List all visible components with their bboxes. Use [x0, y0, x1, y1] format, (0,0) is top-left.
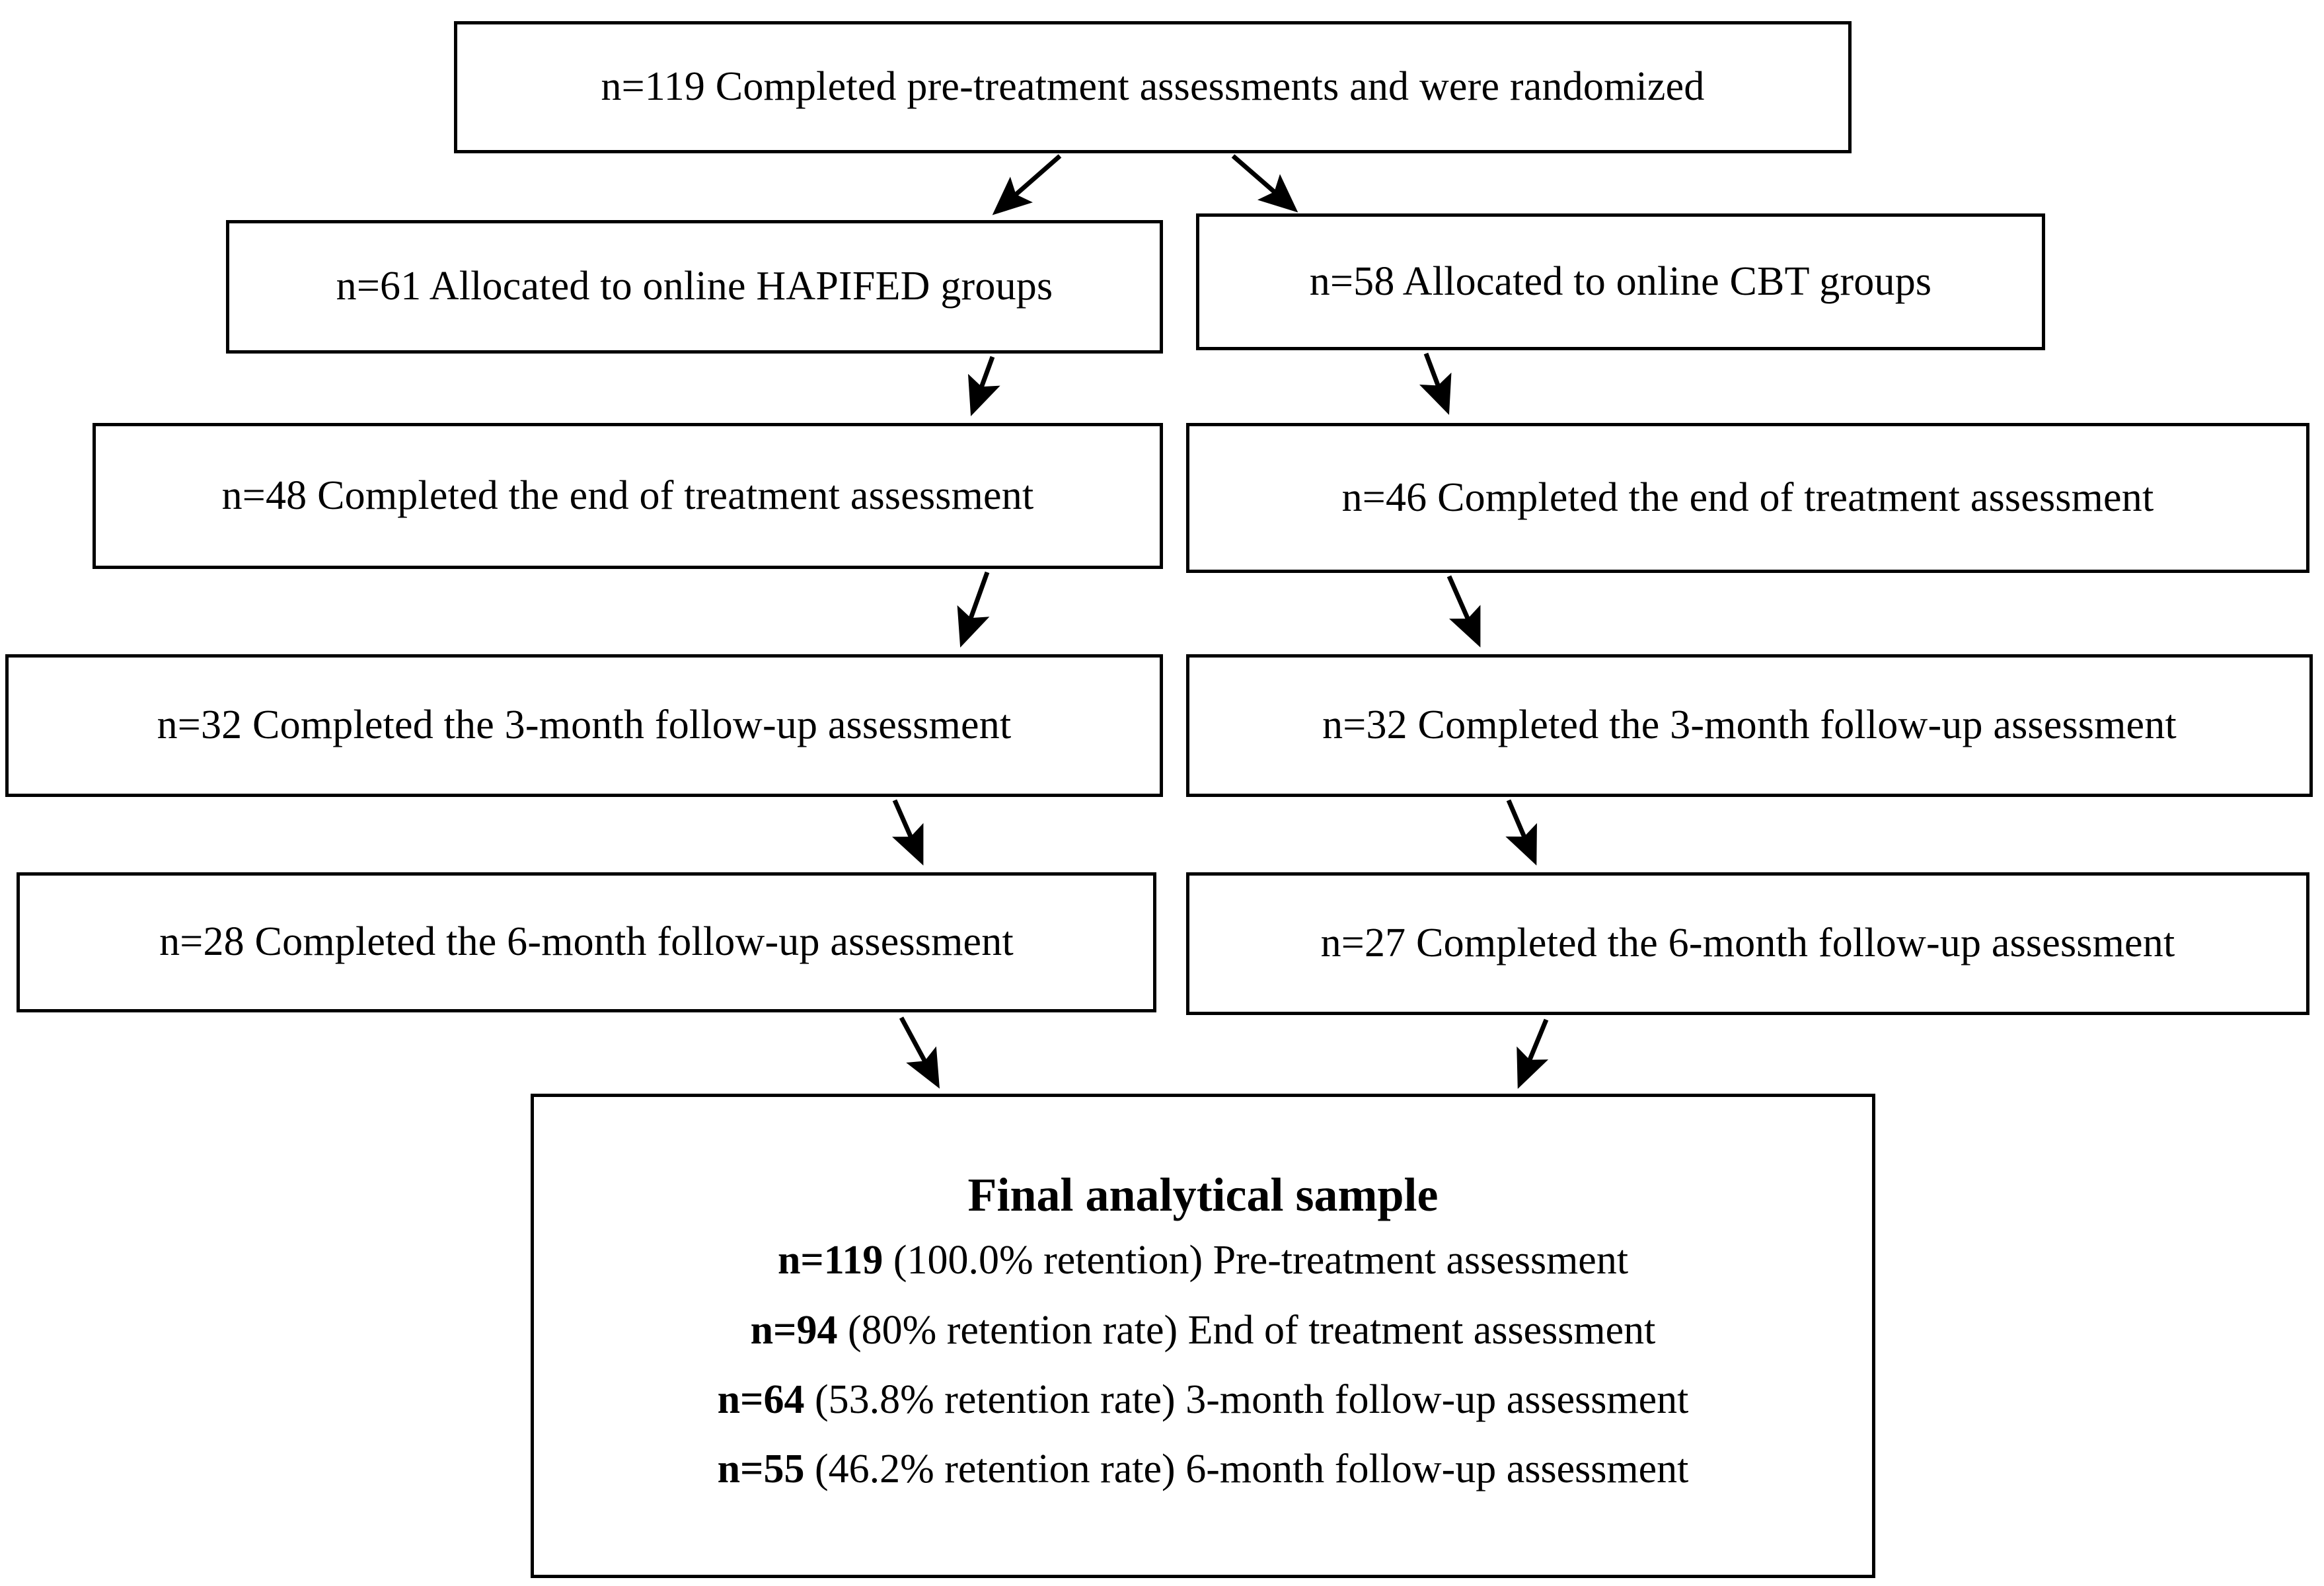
arrow-hapifed-6m-to-final	[899, 1016, 940, 1089]
final-sample-title: Final analytical sample	[967, 1168, 1439, 1221]
final-sample-row-n: n=94	[750, 1307, 838, 1353]
final-sample-row-text: (100.0% retention) Pre-treatment assessm…	[883, 1238, 1629, 1283]
arrow-hapifed-eot-to-3m	[957, 571, 990, 648]
node-followup-6month-cbt: n=27 Completed the 6-month follow-up ass…	[1186, 872, 2309, 1015]
node-enrollment: n=119 Completed pre-treatment assessment…	[454, 21, 1852, 153]
final-sample-row-text: (80% retention rate) End of treatment as…	[837, 1307, 1656, 1353]
node-end-of-treatment-cbt: n=46 Completed the end of treatment asse…	[1186, 423, 2309, 573]
final-sample-row: n=94 (80% retention rate) End of treatme…	[751, 1307, 1656, 1354]
arrow-cbt-alloc-to-eot	[1419, 352, 1452, 415]
arrow-enrollment-to-hapifed	[992, 154, 1062, 215]
final-sample-row-text: (53.8% retention rate) 3-month follow-up…	[804, 1377, 1689, 1422]
final-sample-row: n=119 (100.0% retention) Pre-treatment a…	[778, 1237, 1628, 1284]
node-end-of-treatment-hapifed-label: n=48 Completed the end of treatment asse…	[221, 472, 1034, 518]
node-allocation-cbt-label: n=58 Allocated to online CBT groups	[1309, 258, 1932, 304]
final-sample-row-n: n=55	[717, 1447, 805, 1492]
node-allocation-hapifed-label: n=61 Allocated to online HAPIFED groups	[336, 264, 1053, 309]
node-followup-3month-hapifed: n=32 Completed the 3-month follow-up ass…	[5, 654, 1163, 797]
node-followup-3month-cbt: n=32 Completed the 3-month follow-up ass…	[1186, 654, 2313, 797]
node-followup-6month-cbt-label: n=27 Completed the 6-month follow-up ass…	[1320, 921, 2175, 966]
node-end-of-treatment-hapifed: n=48 Completed the end of treatment asse…	[93, 423, 1163, 569]
final-sample-row-n: n=64	[717, 1377, 805, 1422]
node-followup-6month-hapifed-label: n=28 Completed the 6-month follow-up ass…	[159, 919, 1014, 965]
node-followup-6month-hapifed: n=28 Completed the 6-month follow-up ass…	[17, 872, 1156, 1012]
node-final-analytical-sample: Final analytical sample n=119 (100.0% re…	[531, 1094, 1875, 1578]
arrow-hapifed-alloc-to-eot	[967, 356, 1000, 416]
final-sample-row: n=55 (46.2% retention rate) 6-month foll…	[718, 1446, 1689, 1493]
node-end-of-treatment-cbt-label: n=46 Completed the end of treatment asse…	[1341, 474, 2154, 520]
arrow-cbt-eot-to-3m	[1446, 575, 1481, 648]
node-followup-3month-cbt-label: n=32 Completed the 3-month follow-up ass…	[1322, 702, 2177, 748]
arrow-hapifed-3m-to-6m	[892, 799, 924, 866]
node-allocation-hapifed: n=61 Allocated to online HAPIFED groups	[226, 220, 1163, 354]
node-enrollment-label: n=119 Completed pre-treatment assessment…	[601, 64, 1705, 110]
arrow-enrollment-to-cbt	[1231, 154, 1298, 213]
node-allocation-cbt: n=58 Allocated to online CBT groups	[1196, 213, 2045, 350]
final-sample-row-text: (46.2% retention rate) 6-month follow-up…	[804, 1447, 1689, 1492]
final-sample-row: n=64 (53.8% retention rate) 3-month foll…	[718, 1377, 1689, 1423]
arrow-cbt-3m-to-6m	[1505, 799, 1537, 866]
node-followup-3month-hapifed-label: n=32 Completed the 3-month follow-up ass…	[157, 702, 1012, 748]
final-sample-row-n: n=119	[777, 1238, 883, 1283]
arrow-cbt-6m-to-final	[1517, 1018, 1549, 1089]
